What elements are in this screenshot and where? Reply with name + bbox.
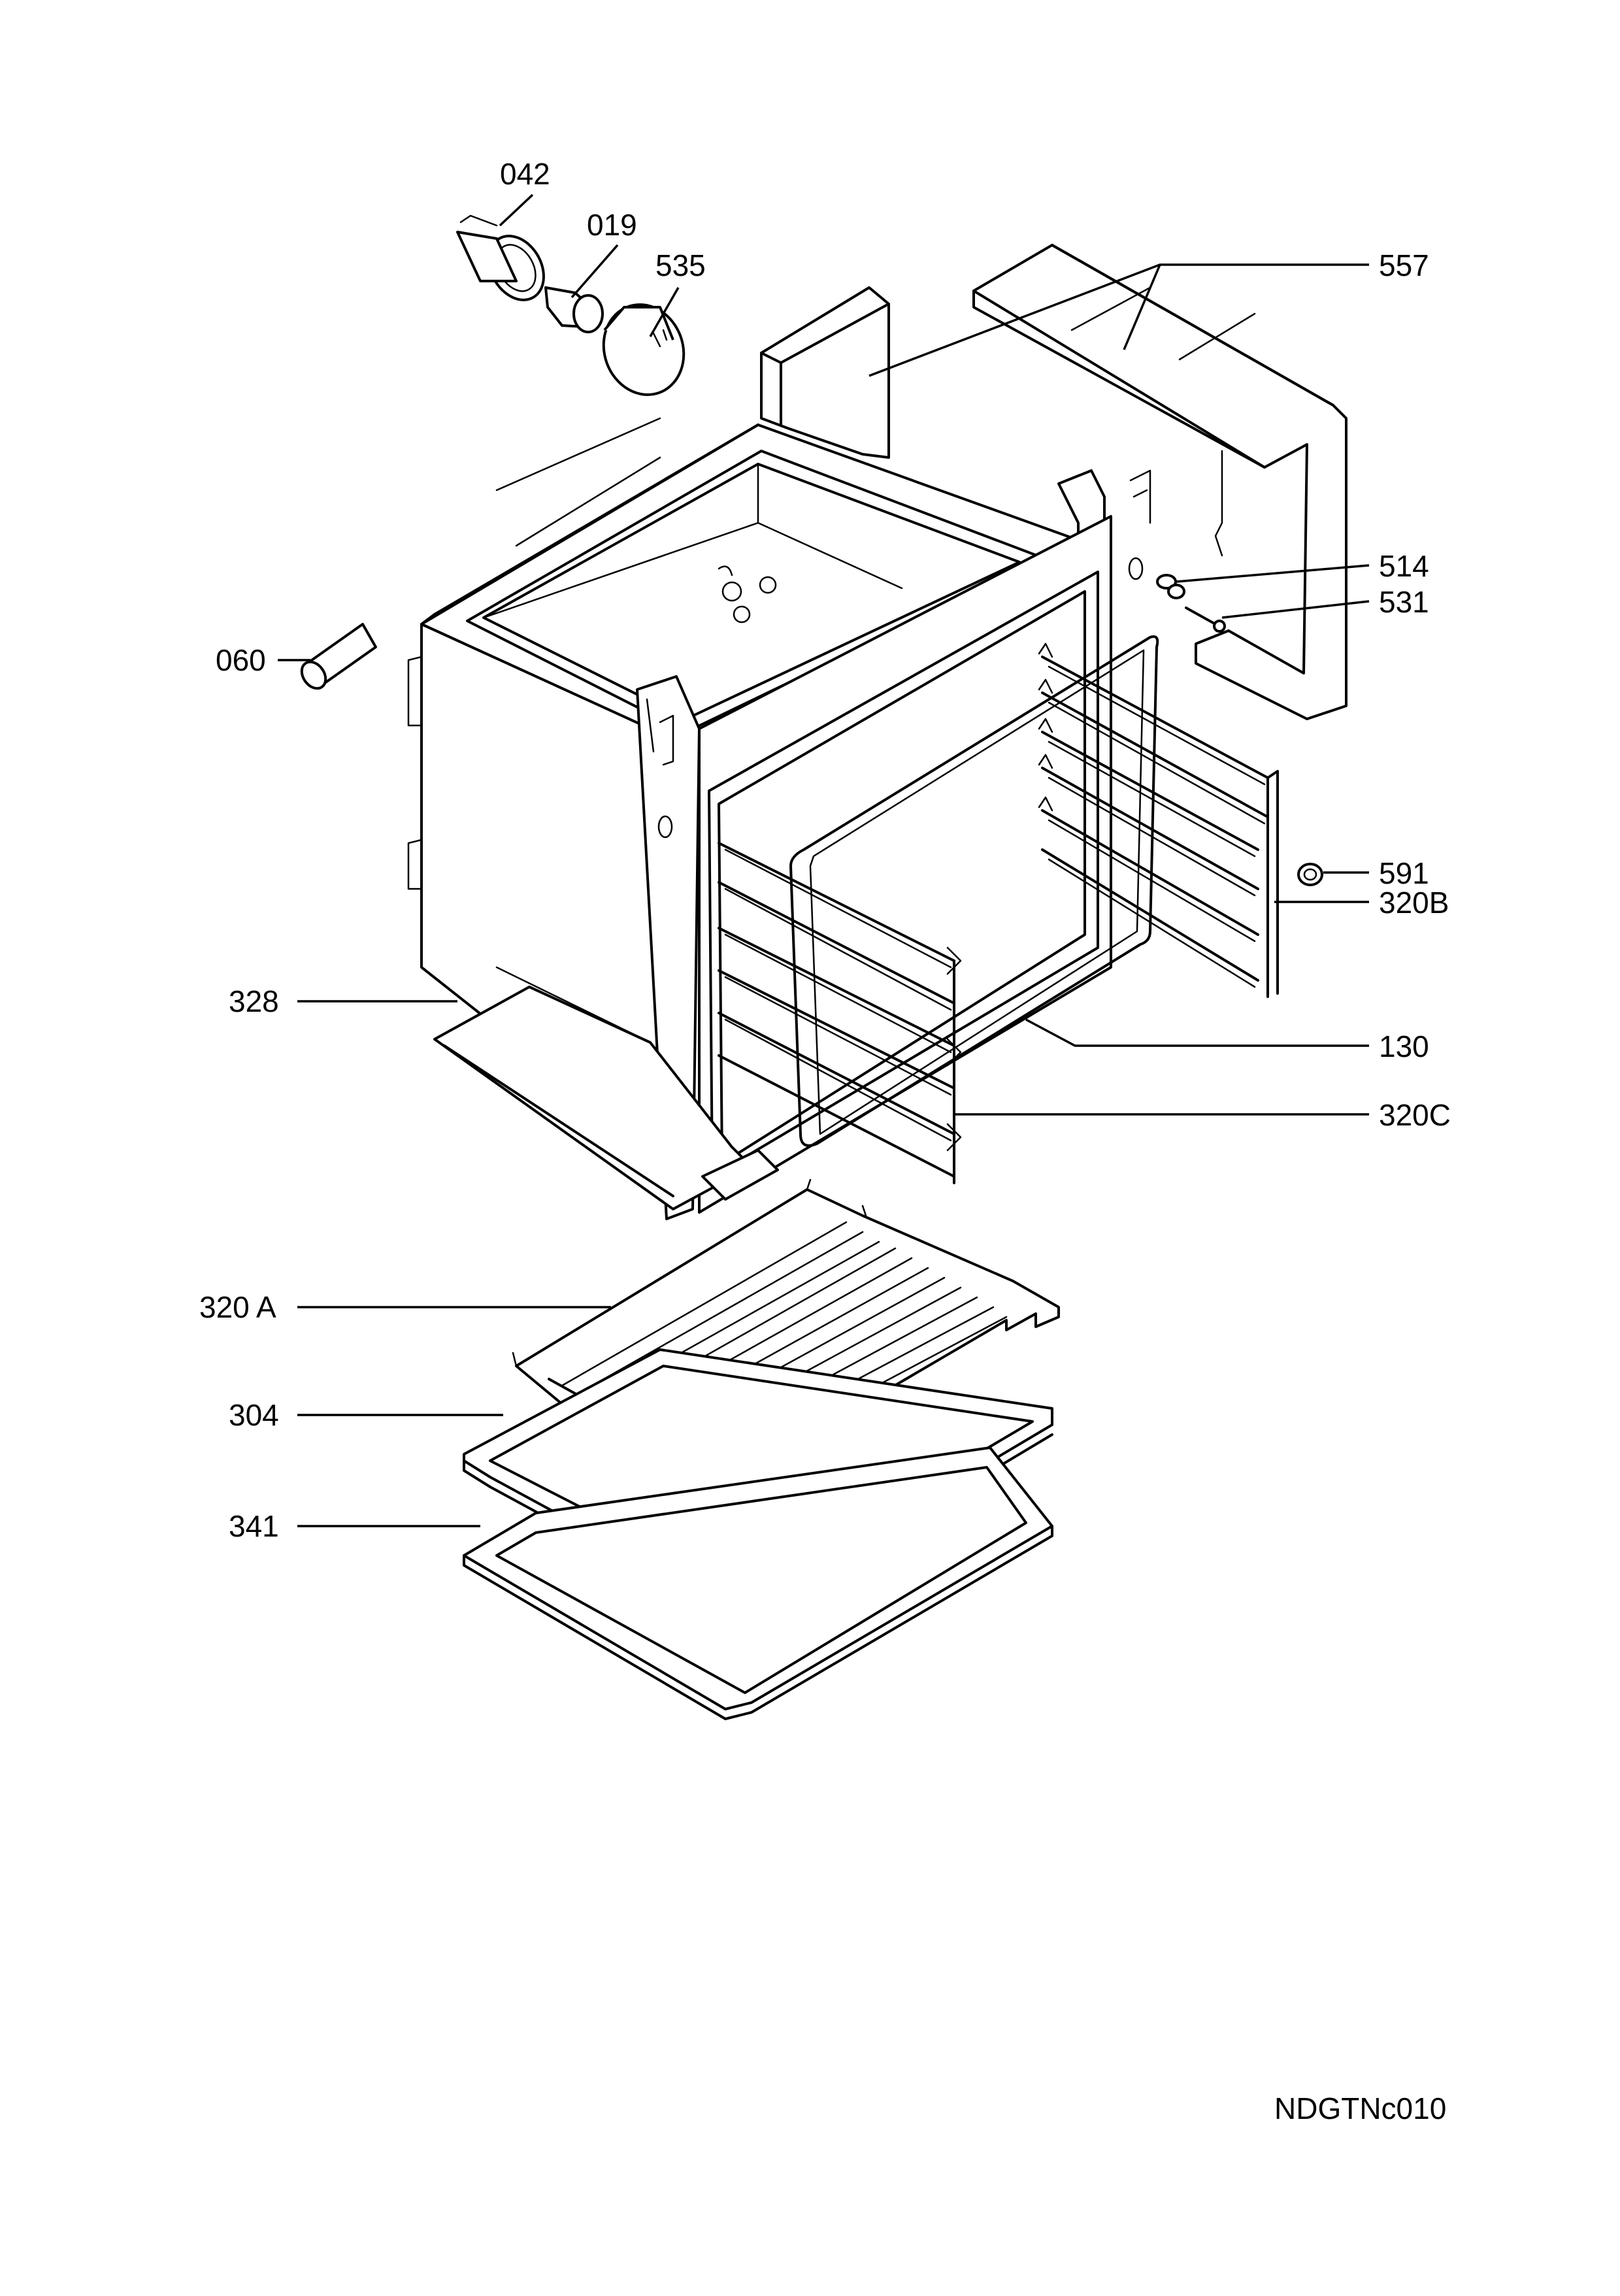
part-door-seal-130 [789,635,1159,1147]
leader-lines [278,193,1370,1527]
callout-060: 060 [216,643,266,677]
part-lamp-holder [456,214,545,301]
callout-341: 341 [229,1509,279,1543]
drawing-code: NDGTNc010 [1274,2091,1446,2125]
leader-042 [499,193,534,227]
part-control-knob [602,303,686,396]
leader-019 [570,244,619,299]
callout-019: 019 [587,208,637,242]
callout-514: 514 [1379,549,1429,583]
leader-514 [1176,564,1370,583]
leader-531 [1221,600,1370,619]
callout-130: 130 [1379,1029,1429,1063]
part-drip-tray-341 [463,1446,1053,1720]
leader-130 [1025,1018,1369,1047]
callout-320C: 320C [1379,1098,1451,1132]
callout-328: 328 [229,984,279,1018]
callout-591: 591 [1379,856,1429,890]
leader-557 [868,263,1369,377]
part-screw-514 [1156,574,1185,599]
callout-557: 557 [1379,248,1429,282]
part-insulation-wrap [972,244,1347,720]
callout-labels: 042 019 535 557 514 531 060 591 320B 328… [199,157,1451,1543]
part-bottom-plate-328 [433,986,779,1210]
part-shelf-support-left-320C [718,842,962,1184]
callout-320B: 320B [1379,886,1449,920]
part-screw-531 [1185,607,1226,633]
part-cylinder-060 [300,623,377,690]
callout-535: 535 [655,248,706,282]
callout-042: 042 [500,157,550,191]
leader-535 [649,287,680,337]
part-insulation-side [760,286,890,459]
part-nut-591 [1297,863,1323,886]
callout-304: 304 [229,1398,279,1432]
callout-531: 531 [1379,585,1429,619]
callout-320A: 320 A [199,1290,276,1324]
